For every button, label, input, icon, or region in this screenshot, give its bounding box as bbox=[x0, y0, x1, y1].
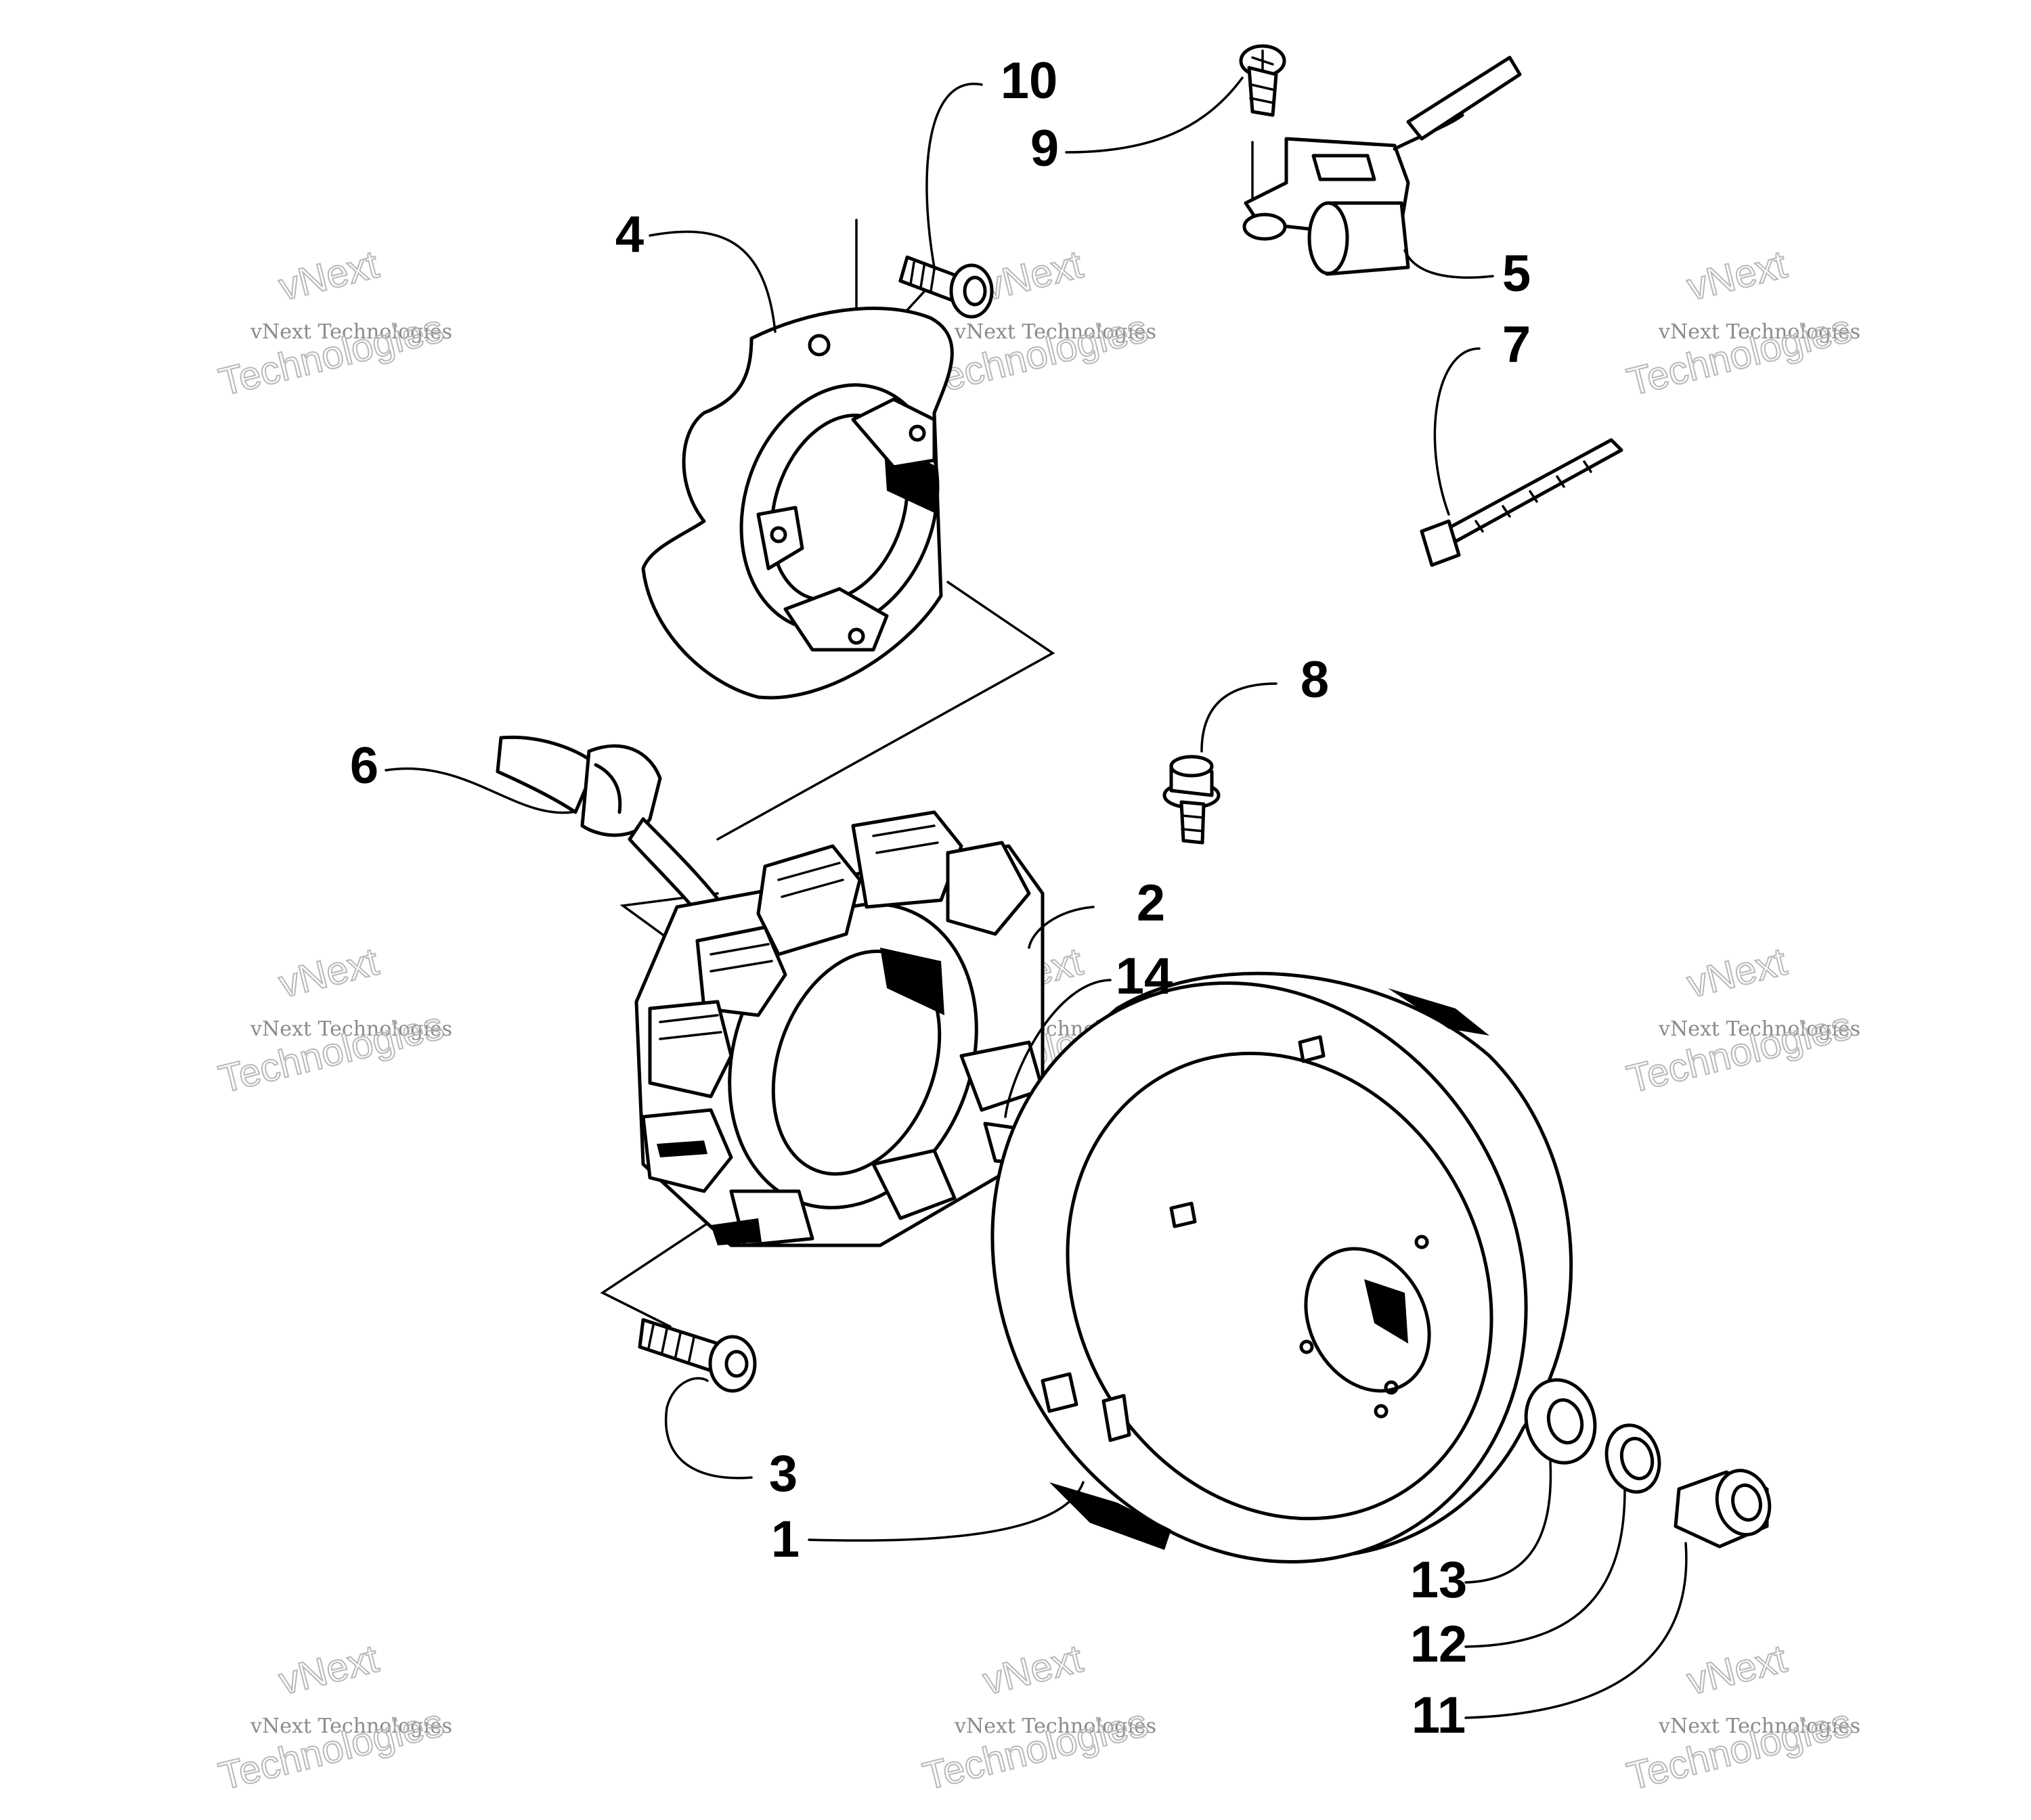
leader-lines bbox=[385, 76, 1688, 1719]
watermark-small: vNext Technologies bbox=[1658, 1017, 1860, 1041]
leader-8 bbox=[1200, 682, 1277, 753]
watermark-small: vNext Technologies bbox=[250, 320, 452, 344]
callout-9: 9 bbox=[1030, 120, 1059, 177]
leader-13 bbox=[1464, 1461, 1552, 1584]
watermark-small: vNext Technologies bbox=[1658, 320, 1860, 344]
bolt-10 bbox=[898, 255, 994, 319]
watermark: vNext vNext Technologies Technologies bbox=[918, 1636, 1156, 1800]
watermark: vNext vNext Technologies Technologies bbox=[214, 242, 452, 405]
watermark-large-top: vNext bbox=[1683, 939, 1791, 1006]
callout-labels: 1 2 3 4 5 6 7 8 9 10 11 12 13 14 bbox=[350, 52, 1531, 1744]
watermark-small: vNext Technologies bbox=[250, 1017, 452, 1041]
callout-13: 13 bbox=[1410, 1551, 1468, 1609]
cable-tie-7 bbox=[1420, 438, 1623, 567]
watermark-large-top: vNext bbox=[275, 242, 383, 309]
callout-3: 3 bbox=[769, 1445, 798, 1503]
leader-3 bbox=[664, 1377, 753, 1480]
leader-11 bbox=[1464, 1542, 1688, 1719]
watermark-small: vNext Technologies bbox=[1658, 1714, 1860, 1738]
callout-11: 11 bbox=[1412, 1687, 1466, 1744]
bolt-3 bbox=[638, 1318, 757, 1393]
leader-5 bbox=[1403, 249, 1494, 279]
callout-4: 4 bbox=[615, 206, 644, 263]
callout-10: 10 bbox=[1001, 52, 1058, 110]
watermark-large-top: vNext bbox=[979, 242, 1087, 309]
watermark: vNext vNext Technologies Technologies bbox=[214, 1636, 452, 1800]
hex-nut-11 bbox=[1674, 1469, 1772, 1549]
leader-1 bbox=[808, 1481, 1085, 1542]
watermark: vNext vNext Technologies Technologies bbox=[1622, 242, 1860, 405]
leader-2 bbox=[1028, 906, 1095, 949]
callout-7: 7 bbox=[1502, 316, 1531, 374]
watermark: vNext vNext Technologies Technologies bbox=[1622, 1636, 1860, 1800]
watermark-small: vNext Technologies bbox=[250, 1714, 452, 1738]
callout-6: 6 bbox=[350, 737, 378, 795]
leader-10 bbox=[925, 83, 983, 269]
watermark-small: vNext Technologies bbox=[954, 320, 1156, 344]
callout-8: 8 bbox=[1301, 651, 1329, 709]
leader-7 bbox=[1433, 347, 1481, 516]
leader-12 bbox=[1464, 1488, 1626, 1648]
watermark: vNext vNext Technologies Technologies bbox=[918, 242, 1156, 405]
pickup-coil-5 bbox=[1242, 56, 1522, 276]
leader-9 bbox=[1065, 76, 1244, 154]
leader-14 bbox=[1004, 979, 1112, 1118]
watermark: vNext vNext Technologies Technologies bbox=[214, 939, 452, 1103]
callout-1: 1 bbox=[771, 1511, 800, 1568]
stator-plate bbox=[641, 307, 954, 700]
watermark-large-top: vNext bbox=[1683, 1637, 1791, 1704]
callout-12: 12 bbox=[1410, 1616, 1468, 1673]
watermark-large-top: vNext bbox=[1683, 242, 1791, 309]
flywheel-1 bbox=[990, 971, 1573, 1563]
screw-9 bbox=[1239, 44, 1286, 117]
watermark-large-top: vNext bbox=[979, 1637, 1087, 1704]
flat-washer-13 bbox=[1524, 1378, 1597, 1465]
watermark-large-top: vNext bbox=[275, 939, 383, 1006]
leader-6 bbox=[385, 767, 573, 814]
watermark: vNext vNext Technologies Technologies bbox=[1622, 939, 1860, 1103]
stator-coil-2 bbox=[634, 810, 1045, 1247]
leader-4 bbox=[649, 230, 777, 333]
flange-bolt-8 bbox=[1162, 755, 1221, 845]
callout-14: 14 bbox=[1116, 948, 1173, 1005]
callout-5: 5 bbox=[1502, 245, 1531, 303]
watermark-small: vNext Technologies bbox=[954, 1714, 1156, 1738]
watermark-large-top: vNext bbox=[275, 1637, 383, 1704]
lock-washer-12 bbox=[1604, 1423, 1661, 1494]
callout-2: 2 bbox=[1137, 874, 1165, 932]
